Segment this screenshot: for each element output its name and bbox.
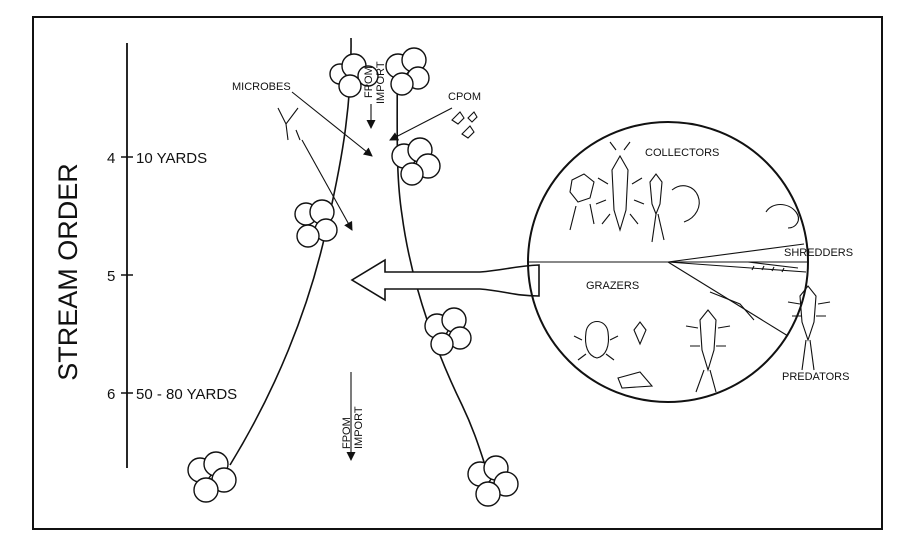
twig-icon xyxy=(277,107,301,141)
cpom-arrow xyxy=(389,107,453,141)
stream-order-axis: STREAM ORDER 4 10 YARDS 5 6 50 - 80 YARD… xyxy=(53,43,237,468)
axis-title: STREAM ORDER xyxy=(53,163,83,381)
shredder-bug-icon xyxy=(747,261,799,273)
tick-5-label: 5 xyxy=(107,268,115,285)
fpom-import-top-line1: FPOM xyxy=(363,66,375,98)
divider-shredders xyxy=(667,243,805,263)
grazers-label: GRAZERS xyxy=(586,280,639,292)
grazer-bugs-icon xyxy=(573,291,755,393)
microbe-branch-arrow xyxy=(301,139,353,231)
collectors-label: COLLECTORS xyxy=(645,147,719,159)
diagram-frame xyxy=(32,16,883,530)
cpom-label: CPOM xyxy=(448,91,481,103)
fpom-import-bottom-line2: IMPORT xyxy=(353,406,365,449)
fpom-import-top-line2: IMPORT xyxy=(375,61,387,104)
fpom-import-bottom-line1: FPOM xyxy=(341,417,353,449)
community-flow-arrow xyxy=(350,258,540,302)
collector-bugs-icon xyxy=(569,141,799,243)
cloud-top-right xyxy=(385,47,430,96)
tick-4-label: 4 xyxy=(107,150,115,167)
tick-6-label: 6 xyxy=(107,386,115,403)
tick-6-width: 50 - 80 YARDS xyxy=(136,386,237,403)
cloud-bottom-right xyxy=(467,455,519,507)
stream-right-bank xyxy=(396,54,487,469)
microbes-label: MICROBES xyxy=(232,81,291,93)
cloud-bottom-left xyxy=(187,451,237,503)
stream-left-bank xyxy=(229,37,352,466)
tick-4-width: 10 YARDS xyxy=(136,150,207,167)
cloud-upper-right-bank xyxy=(391,137,441,186)
microbes-arrow xyxy=(291,91,373,157)
cpom-leaf-icon xyxy=(451,111,478,139)
cloud-top-left xyxy=(329,53,379,98)
predator-bug-icon xyxy=(787,285,831,371)
shredders-label: SHREDDERS xyxy=(784,247,853,259)
cloud-left-bank xyxy=(294,199,338,248)
cloud-mid-right-bank xyxy=(424,307,472,356)
predators-label: PREDATORS xyxy=(782,371,849,383)
